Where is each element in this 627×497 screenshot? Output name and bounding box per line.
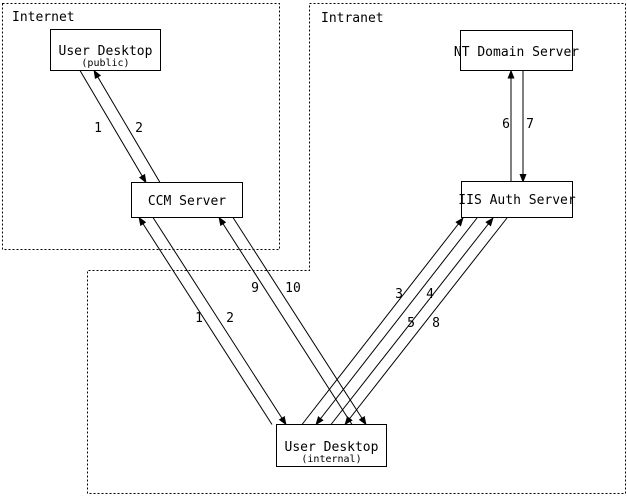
internet-region-outline (2, 3, 280, 250)
node-user-desktop-internal: User Desktop (internal) (276, 424, 387, 467)
edge-iis-8-line (344, 217, 508, 426)
node-user-desktop-public-title: User Desktop (59, 44, 153, 59)
edge-internal-1-label: 1 (195, 311, 203, 326)
edge-internal-1-line (138, 216, 273, 425)
node-iis-auth-server-title: IIS Auth Server (458, 193, 576, 208)
intranet-region-label: Intranet (321, 11, 384, 26)
node-nt-domain-server-title: NT Domain Server (454, 45, 579, 60)
node-nt-domain-server: NT Domain Server (454, 30, 579, 71)
edge-nt-6-label: 6 (502, 117, 510, 132)
node-user-desktop-public-subtitle: (public) (81, 58, 129, 69)
node-nt-domain-server-box (460, 30, 573, 71)
edge-internal-2-line (152, 217, 287, 426)
edge-public-2-label: 2 (135, 121, 143, 136)
intranet-region-outline (87, 3, 626, 494)
node-ccm-server-box (131, 182, 243, 218)
edge-ccm-10-line (232, 217, 367, 426)
edge-ccm-9-label: 9 (251, 281, 259, 296)
node-user-desktop-public: User Desktop (public) (50, 29, 161, 71)
edge-public-2-line (93, 69, 161, 183)
node-user-desktop-internal-box (276, 424, 387, 467)
edge-iis-4-label: 4 (426, 287, 434, 302)
node-user-desktop-internal-title: User Desktop (285, 440, 379, 455)
node-user-desktop-internal-subtitle: (internal) (301, 454, 361, 465)
edge-iis-5-line (330, 217, 494, 425)
edge-nt-7-label: 7 (526, 117, 534, 132)
edge-ccm-9-line (218, 216, 353, 425)
edge-iis-5-label: 5 (407, 316, 415, 331)
node-user-desktop-public-box (50, 29, 161, 71)
internet-region-label: Internet (12, 10, 75, 25)
edge-internal-2-label: 2 (226, 311, 234, 326)
node-iis-auth-server: IIS Auth Server (458, 181, 576, 218)
edge-iis-8-label: 8 (432, 316, 440, 331)
node-iis-auth-server-box (461, 181, 573, 218)
edge-public-1-label: 1 (94, 121, 102, 136)
node-ccm-server: CCM Server (131, 182, 243, 218)
edge-ccm-10-label: 10 (285, 281, 301, 296)
edge-iis-3-line (301, 217, 464, 425)
edge-iis-3-label: 3 (395, 287, 403, 302)
node-ccm-server-title: CCM Server (148, 194, 226, 209)
edge-public-1-line (79, 70, 147, 184)
edge-iis-4-line (315, 217, 478, 426)
